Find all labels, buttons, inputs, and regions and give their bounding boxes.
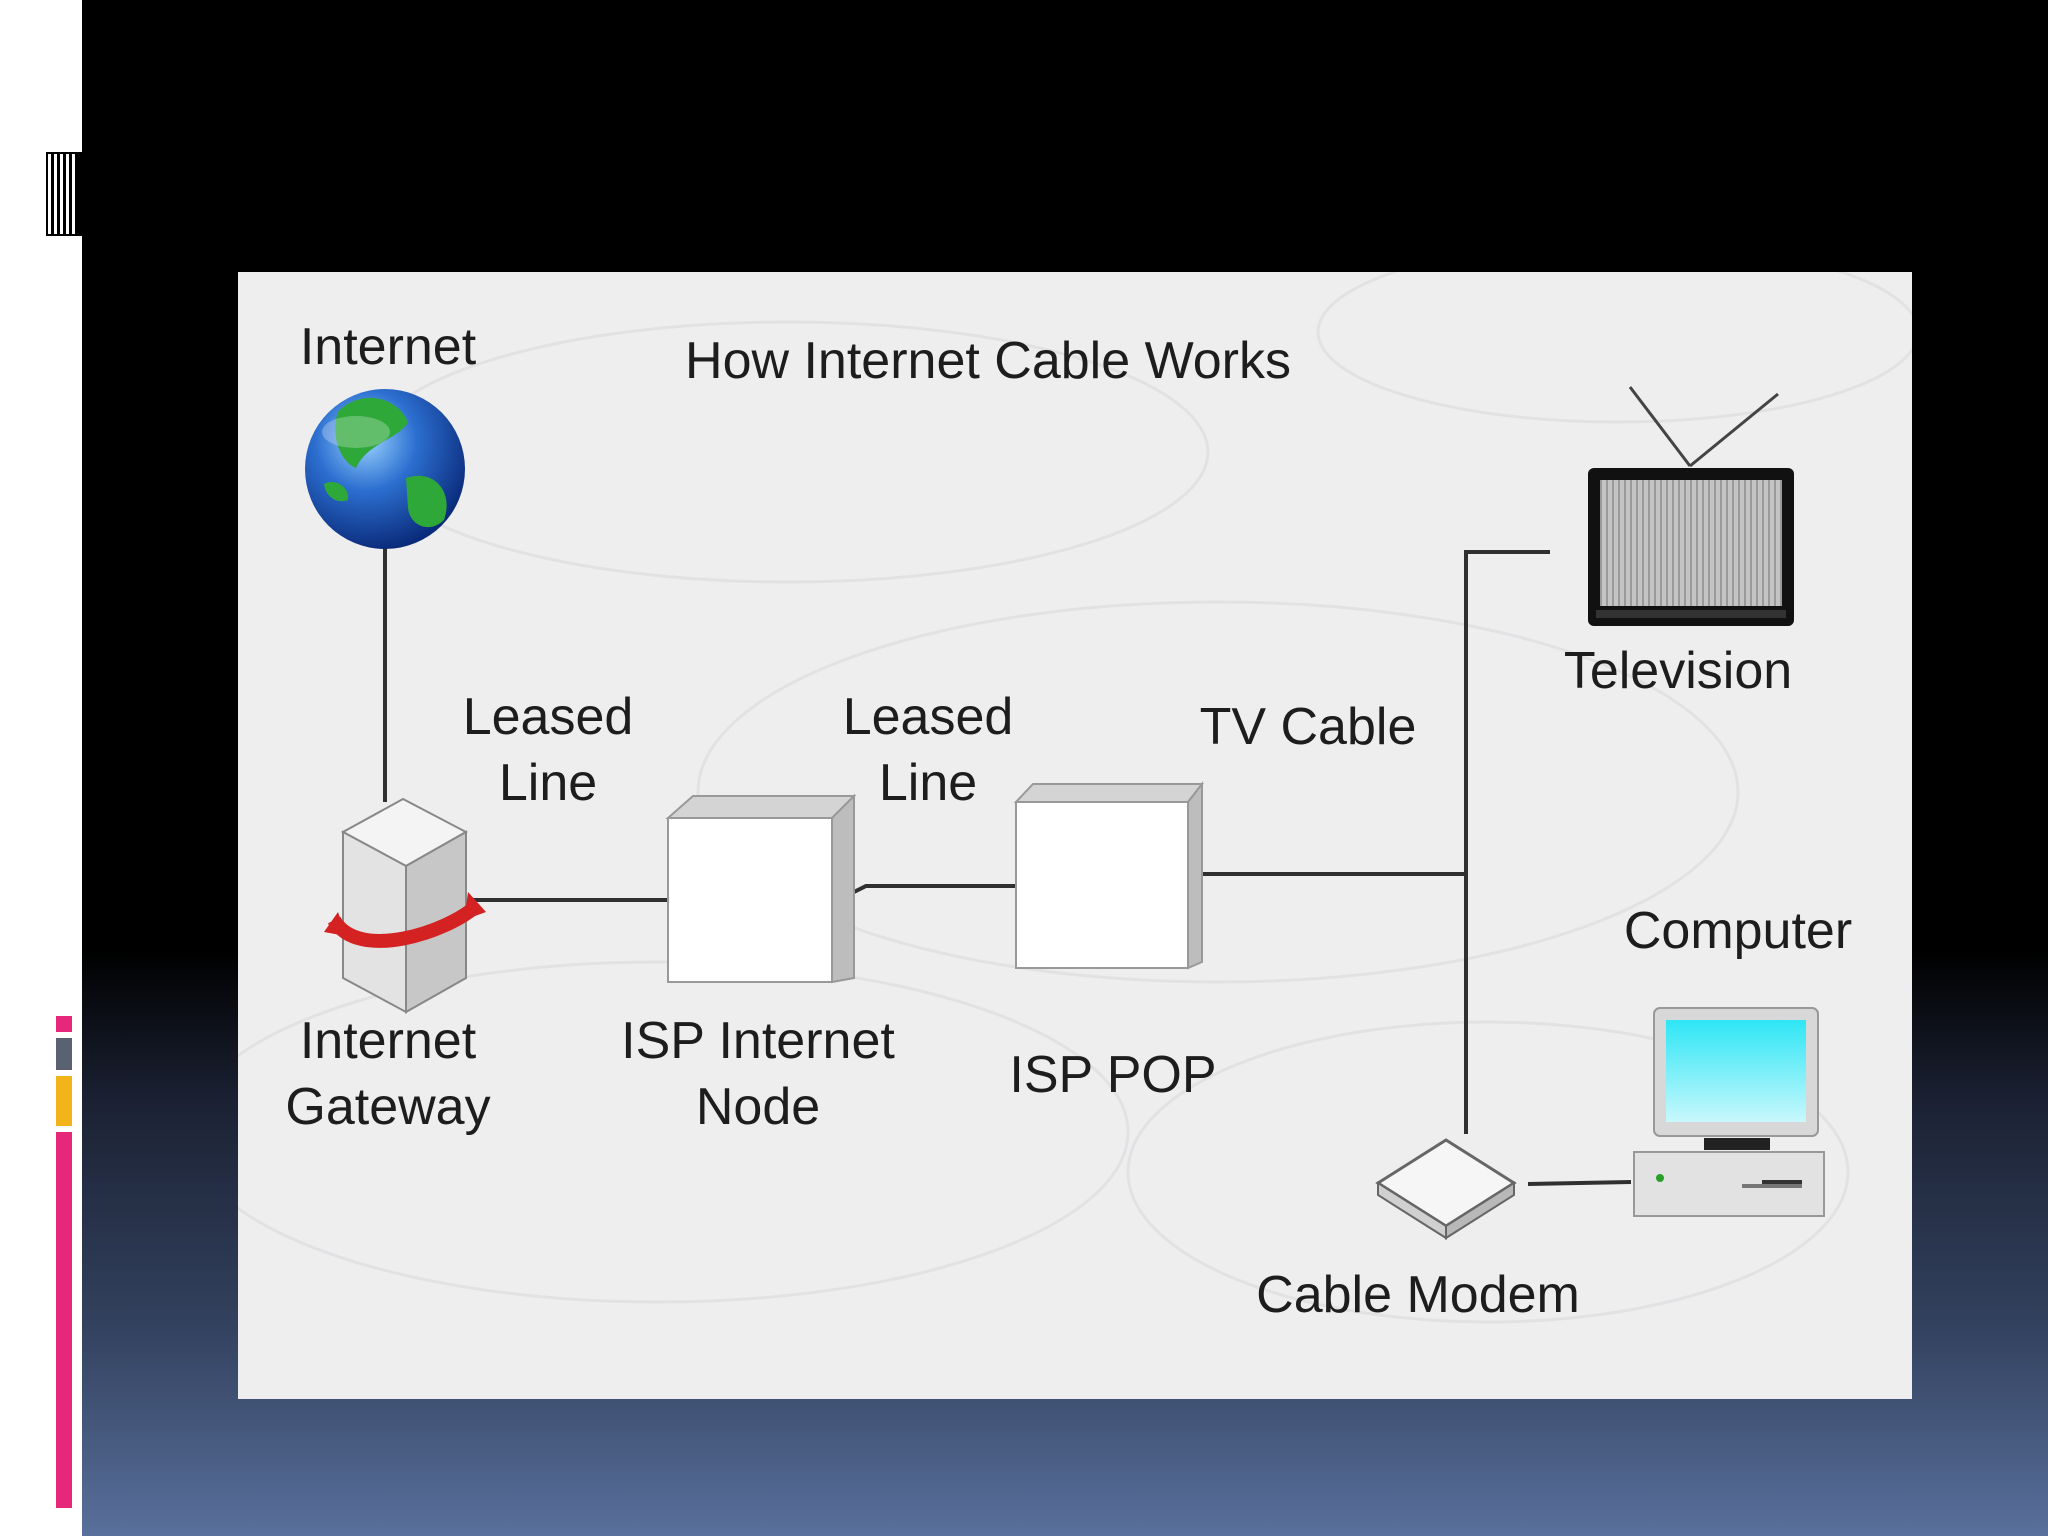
server-icon [324,797,486,1014]
node-label-television: Television [1563,642,1793,700]
node-label-isp-internet-node: ISP Internet Node [621,1012,895,1136]
box-icon [665,793,857,984]
box-icon [1013,781,1205,970]
modem-icon [1375,1138,1517,1240]
edge-label-leased-line-2: Leased Line [842,688,1014,812]
accent-bar-pink [56,1132,72,1508]
accent-bar-pink-top [56,1016,72,1032]
connection-lines [383,520,1632,1186]
globe-icon [305,389,465,549]
edge-label-leased-line-1: Leased Line [462,688,634,812]
decorative-stripes [46,152,82,236]
accent-bar-gray [56,1038,72,1070]
node-label-cable-modem: Cable Modem [1256,1266,1580,1324]
node-label-computer: Computer [1623,902,1853,960]
node-label-internet-gateway: Internet Gateway [285,1012,491,1136]
accent-bar-yellow [56,1076,72,1126]
node-label-internet: Internet [299,318,477,376]
television-icon [1588,386,1794,626]
edge-label-tv-cable: TV Cable [1199,698,1417,756]
diagram-graphics [238,272,1912,1324]
diagram-figure: How Internet Cable Works Internet Intern… [238,272,1912,1399]
node-label-isp-pop: ISP POP [1009,1046,1217,1104]
computer-icon [1633,1007,1825,1217]
diagram-title: How Internet Cable Works [685,332,1291,390]
